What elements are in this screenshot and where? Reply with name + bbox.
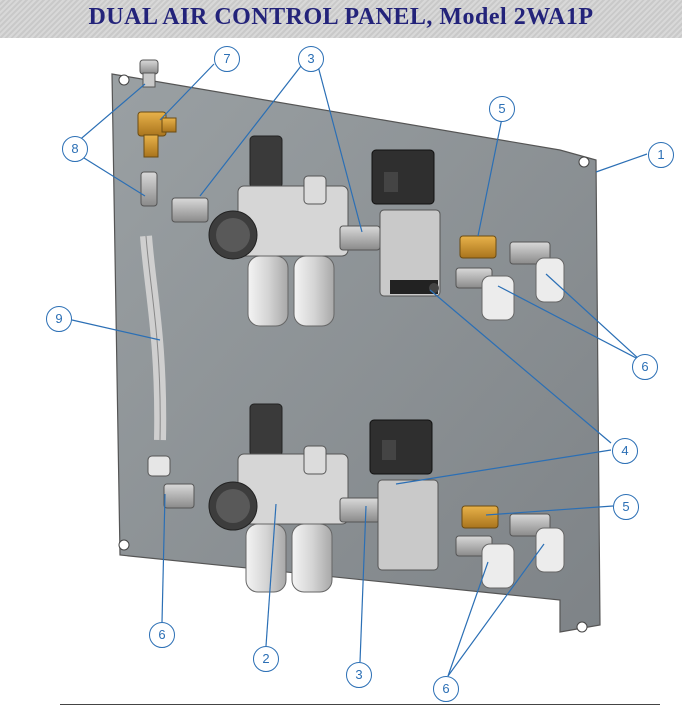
- upper-solenoid-valve: [371, 149, 441, 297]
- callout-8: 8: [62, 136, 88, 162]
- callout-5-top-label: 5: [498, 101, 506, 116]
- mounting-panel: [111, 73, 601, 633]
- leader-lines: [71, 63, 648, 677]
- upper-right-fittings: [455, 235, 565, 321]
- bottom-rule: [60, 704, 660, 705]
- lower-right-fittings: [455, 505, 565, 589]
- lower-solenoid-valve: [369, 419, 439, 571]
- callout-3-bottom: 3: [346, 662, 372, 688]
- left-supply-assembly: [137, 59, 195, 509]
- callout-3-top: 3: [298, 46, 324, 72]
- callout-7-label: 7: [223, 51, 231, 66]
- callout-5-bottom: 5: [613, 494, 639, 520]
- callout-2: 2: [253, 646, 279, 672]
- callout-6-upper-label: 6: [641, 359, 649, 374]
- panel-diagram: [71, 59, 648, 677]
- callout-7: 7: [214, 46, 240, 72]
- callout-4-label: 4: [621, 443, 629, 458]
- callout-6-left-label: 6: [158, 627, 166, 642]
- callout-5-bottom-label: 5: [622, 499, 630, 514]
- diagram-stage: 1 7 8 3 5 9 6 4 5 6 2 3 6: [0, 38, 682, 707]
- callout-9: 9: [46, 306, 72, 332]
- upper-filter-regulator: [171, 135, 381, 327]
- lower-filter-regulator: [208, 403, 381, 593]
- callout-3-bottom-label: 3: [355, 667, 363, 682]
- callout-6-left: 6: [149, 622, 175, 648]
- callout-6-bottom-label: 6: [442, 681, 450, 696]
- callout-1: 1: [648, 142, 674, 168]
- title-bar: DUAL AIR CONTROL PANEL, Model 2WA1P: [0, 0, 682, 38]
- callout-6-upper: 6: [632, 354, 658, 380]
- callout-9-label: 9: [55, 311, 63, 326]
- callout-1-label: 1: [657, 147, 665, 162]
- callout-8-label: 8: [71, 141, 79, 156]
- page-title: DUAL AIR CONTROL PANEL, Model 2WA1P: [88, 4, 594, 30]
- callout-3-top-label: 3: [307, 51, 315, 66]
- callout-6-bottom: 6: [433, 676, 459, 702]
- callout-2-label: 2: [262, 651, 270, 666]
- callout-4: 4: [612, 438, 638, 464]
- callout-5-top: 5: [489, 96, 515, 122]
